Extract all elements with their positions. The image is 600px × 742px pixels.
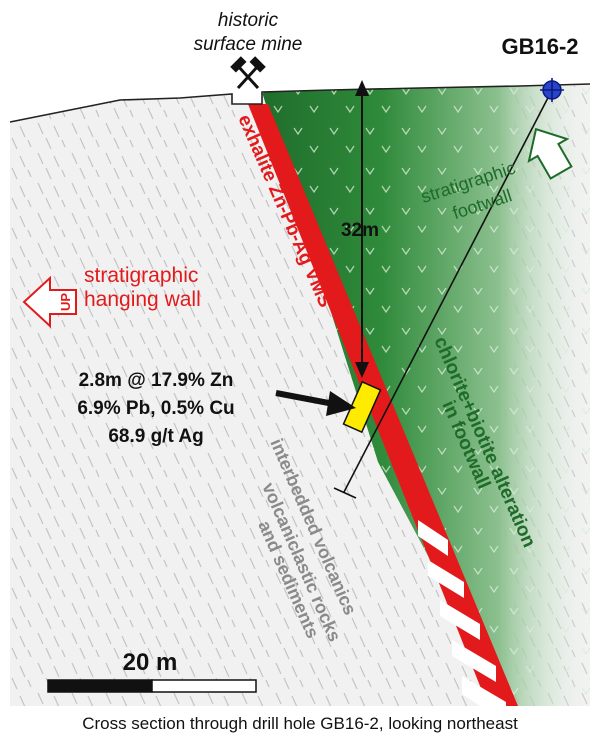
depth-arrow bbox=[355, 80, 369, 378]
figure-caption: Cross section through drill hole GB16-2,… bbox=[82, 714, 518, 733]
assay-label-line1: 2.8m @ 17.9% Zn bbox=[79, 370, 234, 391]
assay-label-line3: 68.9 g/t Ag bbox=[108, 426, 203, 447]
footwall-arrow-icon bbox=[527, 127, 573, 180]
scale-label: 20 m bbox=[123, 649, 178, 676]
up-label: UP bbox=[58, 293, 73, 311]
hanging-wall-label-line1: stratigraphic bbox=[84, 264, 198, 287]
hanging-wall-arrow-icon bbox=[22, 275, 77, 329]
depth-label: 32m bbox=[341, 220, 379, 241]
crossed-hammers-icon bbox=[230, 56, 266, 90]
drill-hole-end-tick bbox=[333, 487, 357, 499]
mine-label-line2: surface mine bbox=[194, 34, 303, 55]
assay-label-line2: 6.9% Pb, 0.5% Cu bbox=[77, 398, 234, 419]
mine-label-line1: historic bbox=[218, 10, 279, 31]
hanging-wall-label-line2: hanging wall bbox=[84, 288, 201, 311]
scale-bar bbox=[47, 679, 257, 693]
assay-zone bbox=[342, 380, 382, 434]
crosshair-icon bbox=[540, 78, 564, 102]
ground-surface bbox=[9, 83, 591, 123]
vms-dashes bbox=[418, 520, 506, 706]
drill-hole-trace bbox=[343, 89, 553, 493]
assay-pointer-arrow bbox=[275, 390, 356, 416]
drillhole-label: GB16-2 bbox=[501, 34, 578, 59]
vms-lens bbox=[248, 104, 518, 706]
